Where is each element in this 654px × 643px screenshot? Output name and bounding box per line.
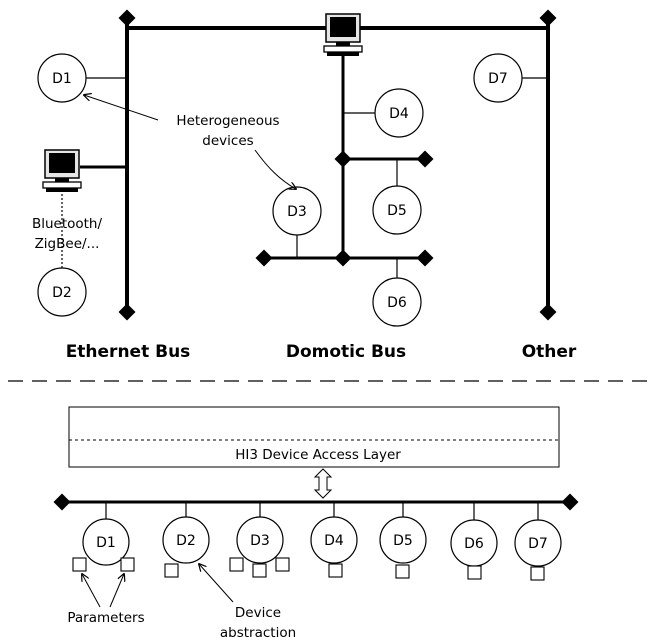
parameter-box <box>328 563 343 578</box>
device-label: D7 <box>528 536 548 552</box>
bus-end-marker <box>118 303 136 321</box>
abstract-device-d3: D3 <box>236 516 284 564</box>
bus-end-marker <box>334 249 352 267</box>
device-node-d6: D6 <box>372 277 422 327</box>
device-label: D2 <box>176 533 196 549</box>
device-label: D4 <box>389 106 409 122</box>
abstract-device-d6: D6 <box>450 519 498 567</box>
parameter-box <box>229 557 244 572</box>
device-label: D6 <box>464 536 484 552</box>
parameter-box <box>467 565 482 580</box>
device-label: D5 <box>387 203 407 219</box>
parameter-box <box>395 564 410 579</box>
device-label: D3 <box>250 533 270 549</box>
arrow-to-d1 <box>84 95 159 121</box>
parameter-box <box>120 557 135 572</box>
device-connectors <box>61 77 548 280</box>
computer-icon <box>323 13 363 56</box>
arrow-to-right-parameter <box>109 574 124 608</box>
abstract-device-d7: D7 <box>514 519 562 567</box>
device-label: D1 <box>96 535 116 551</box>
abstract-device-d4: D4 <box>310 516 358 564</box>
arrow-to-d3 <box>254 149 296 189</box>
access-layer-box <box>68 406 560 468</box>
top-network: D1 D2 D3 D4 D5 D6 <box>32 9 577 362</box>
device-label: D5 <box>393 533 413 549</box>
device-node-d2: D2 <box>37 267 87 317</box>
bluetooth-label-line1: Bluetooth/ <box>32 216 103 232</box>
bus-end-marker <box>334 150 352 168</box>
bus-end-marker <box>539 303 557 321</box>
arrow-to-d2-abstraction <box>199 564 234 603</box>
bus-end-marker <box>118 9 136 27</box>
parameters-label: Parameters <box>67 610 144 626</box>
top-devices: D1 D2 D3 D4 D5 D6 <box>37 53 523 327</box>
bus-end-marker <box>561 493 579 511</box>
device-label: D7 <box>488 71 508 87</box>
parameter-box <box>72 557 87 572</box>
device-node-d1: D1 <box>37 53 87 103</box>
heterogeneous-label-line1: Heterogeneous <box>176 113 279 129</box>
double-arrow <box>313 468 333 499</box>
bottom-abstraction: HI3 Device Access Layer D1 D2 <box>53 406 579 641</box>
device-label: D6 <box>387 295 407 311</box>
heterogeneous-label-line2: devices <box>202 133 253 149</box>
device-node-d4: D4 <box>374 88 424 138</box>
domotic-bus-title: Domotic Bus <box>286 342 406 362</box>
parameter-boxes <box>72 557 545 581</box>
abstraction-connectors <box>105 502 539 522</box>
other-bus-title: Other <box>522 342 577 362</box>
device-node-d5: D5 <box>372 185 422 235</box>
ethernet-bus-title: Ethernet Bus <box>66 342 191 362</box>
abstraction-devices: D1 D2 D3 D4 D5 D6 <box>82 516 562 567</box>
arrow-to-left-parameter <box>82 574 101 608</box>
device-label: D2 <box>52 285 72 301</box>
bus-end-marker <box>416 249 434 267</box>
bus-end-marker <box>539 9 557 27</box>
device-label: D3 <box>287 204 307 220</box>
device-label: D4 <box>324 533 344 549</box>
bus-end-marker <box>53 493 71 511</box>
device-label: D1 <box>52 71 72 87</box>
device-abstraction-label-line1: Device <box>235 605 281 621</box>
parameter-box <box>164 563 179 578</box>
bus-end-marker <box>255 249 273 267</box>
computer-icon <box>42 149 82 192</box>
bus-end-marker <box>416 150 434 168</box>
abstract-device-d1: D1 <box>82 518 130 566</box>
device-abstraction-label-line2: abstraction <box>220 625 296 641</box>
device-node-d7: D7 <box>473 53 523 103</box>
parameter-box <box>530 566 545 581</box>
bluetooth-label-line2: ZigBee/... <box>35 236 100 252</box>
device-node-d3: D3 <box>272 186 322 236</box>
access-layer-label: HI3 Device Access Layer <box>235 447 401 463</box>
abstract-device-d5: D5 <box>379 516 427 564</box>
parameter-box <box>275 557 290 572</box>
abstract-device-d2: D2 <box>162 516 210 564</box>
parameter-box <box>252 563 267 578</box>
